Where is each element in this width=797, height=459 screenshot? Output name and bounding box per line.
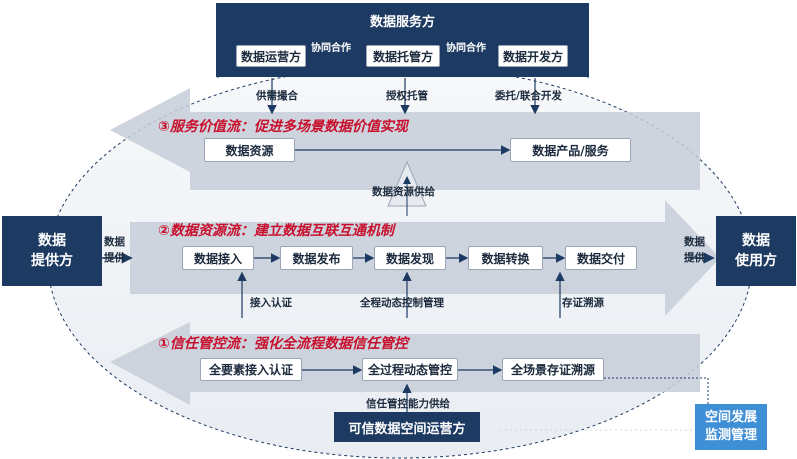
control-label-access: 接入认证 bbox=[250, 297, 292, 309]
value-target-label: 数据产品/服务 bbox=[532, 143, 609, 158]
trust-step-label: 全场景存证溯源 bbox=[510, 363, 595, 377]
resource-step-label: 数据发现 bbox=[385, 251, 434, 266]
resource-step-label: 数据发布 bbox=[292, 251, 341, 266]
resource-step-box[interactable]: 数据转换 bbox=[468, 246, 543, 270]
supply-label-matching: 供需撮合 bbox=[256, 90, 298, 102]
resource-step-box[interactable]: 数据发现 bbox=[374, 246, 446, 270]
data-provider-label: 数据 提供方 bbox=[31, 233, 73, 269]
value-source-box[interactable]: 数据资源 bbox=[204, 138, 295, 162]
monitor-management-label: 空间发展 监测管理 bbox=[704, 410, 757, 443]
value-flow-band bbox=[110, 88, 700, 190]
link-label: 协同合作 bbox=[311, 43, 351, 54]
resource-step-box[interactable]: 数据发布 bbox=[280, 246, 353, 270]
value-source-label: 数据资源 bbox=[225, 143, 274, 158]
supply-label-joint-dev: 委托/联合开发 bbox=[495, 90, 562, 102]
resource-step-box[interactable]: 数据接入 bbox=[182, 246, 254, 270]
data-provider-box[interactable]: 数据 提供方 bbox=[2, 216, 102, 286]
monitor-management-box[interactable]: 空间发展 监测管理 bbox=[695, 404, 767, 450]
resource-step-label: 数据接入 bbox=[193, 251, 242, 266]
provider-label: 数据托管方 bbox=[372, 49, 433, 64]
data-user-label: 数据 使用方 bbox=[735, 233, 777, 269]
service-provider-title: 数据服务方 bbox=[369, 15, 435, 30]
supply-label-custody: 授权托管 bbox=[386, 90, 428, 102]
left-provide-label: 数据 提供 bbox=[104, 236, 125, 264]
provider-label: 数据运营方 bbox=[240, 49, 301, 64]
value-target-box[interactable]: 数据产品/服务 bbox=[510, 138, 631, 162]
resource-flow-title: ②数据资源流：建立数据互联互通机制 bbox=[158, 223, 394, 239]
space-operator-box[interactable]: 可信数据空间运营方 bbox=[334, 412, 480, 442]
trust-step-label: 全要素接入认证 bbox=[208, 363, 293, 377]
control-label-trace: 存证溯源 bbox=[562, 297, 604, 309]
trust-step-box[interactable]: 全场景存证溯源 bbox=[502, 358, 604, 381]
trust-step-box[interactable]: 全过程动态管控 bbox=[362, 358, 458, 381]
provider-label: 数据开发方 bbox=[502, 49, 563, 64]
trust-step-box[interactable]: 全要素接入认证 bbox=[200, 358, 302, 381]
control-label-dynamic: 全程动态控制管理 bbox=[360, 297, 444, 309]
trust-flow-title: ①信任管控流：强化全流程数据信任管控 bbox=[158, 336, 408, 352]
resource-supply-label: 数据资源供给 bbox=[372, 186, 435, 198]
right-provide-label: 数据 提供 bbox=[684, 236, 705, 264]
resource-step-label: 数据转换 bbox=[481, 251, 530, 266]
link-label: 协同合作 bbox=[446, 43, 486, 54]
provider-box-operator[interactable]: 数据运营方 bbox=[236, 45, 306, 67]
resource-step-label: 数据交付 bbox=[576, 251, 625, 266]
provider-box-developer[interactable]: 数据开发方 bbox=[498, 45, 568, 67]
provider-box-hosting[interactable]: 数据托管方 bbox=[366, 45, 440, 67]
data-user-box[interactable]: 数据 使用方 bbox=[716, 216, 796, 286]
value-flow-title: ③服务价值流：促进多场景数据价值实现 bbox=[158, 119, 408, 135]
trust-support-label: 信任管控能力供给 bbox=[366, 398, 450, 410]
resource-step-box[interactable]: 数据交付 bbox=[565, 246, 637, 270]
trust-step-label: 全过程动态管控 bbox=[367, 363, 452, 377]
space-operator-label: 可信数据空间运营方 bbox=[348, 421, 466, 437]
